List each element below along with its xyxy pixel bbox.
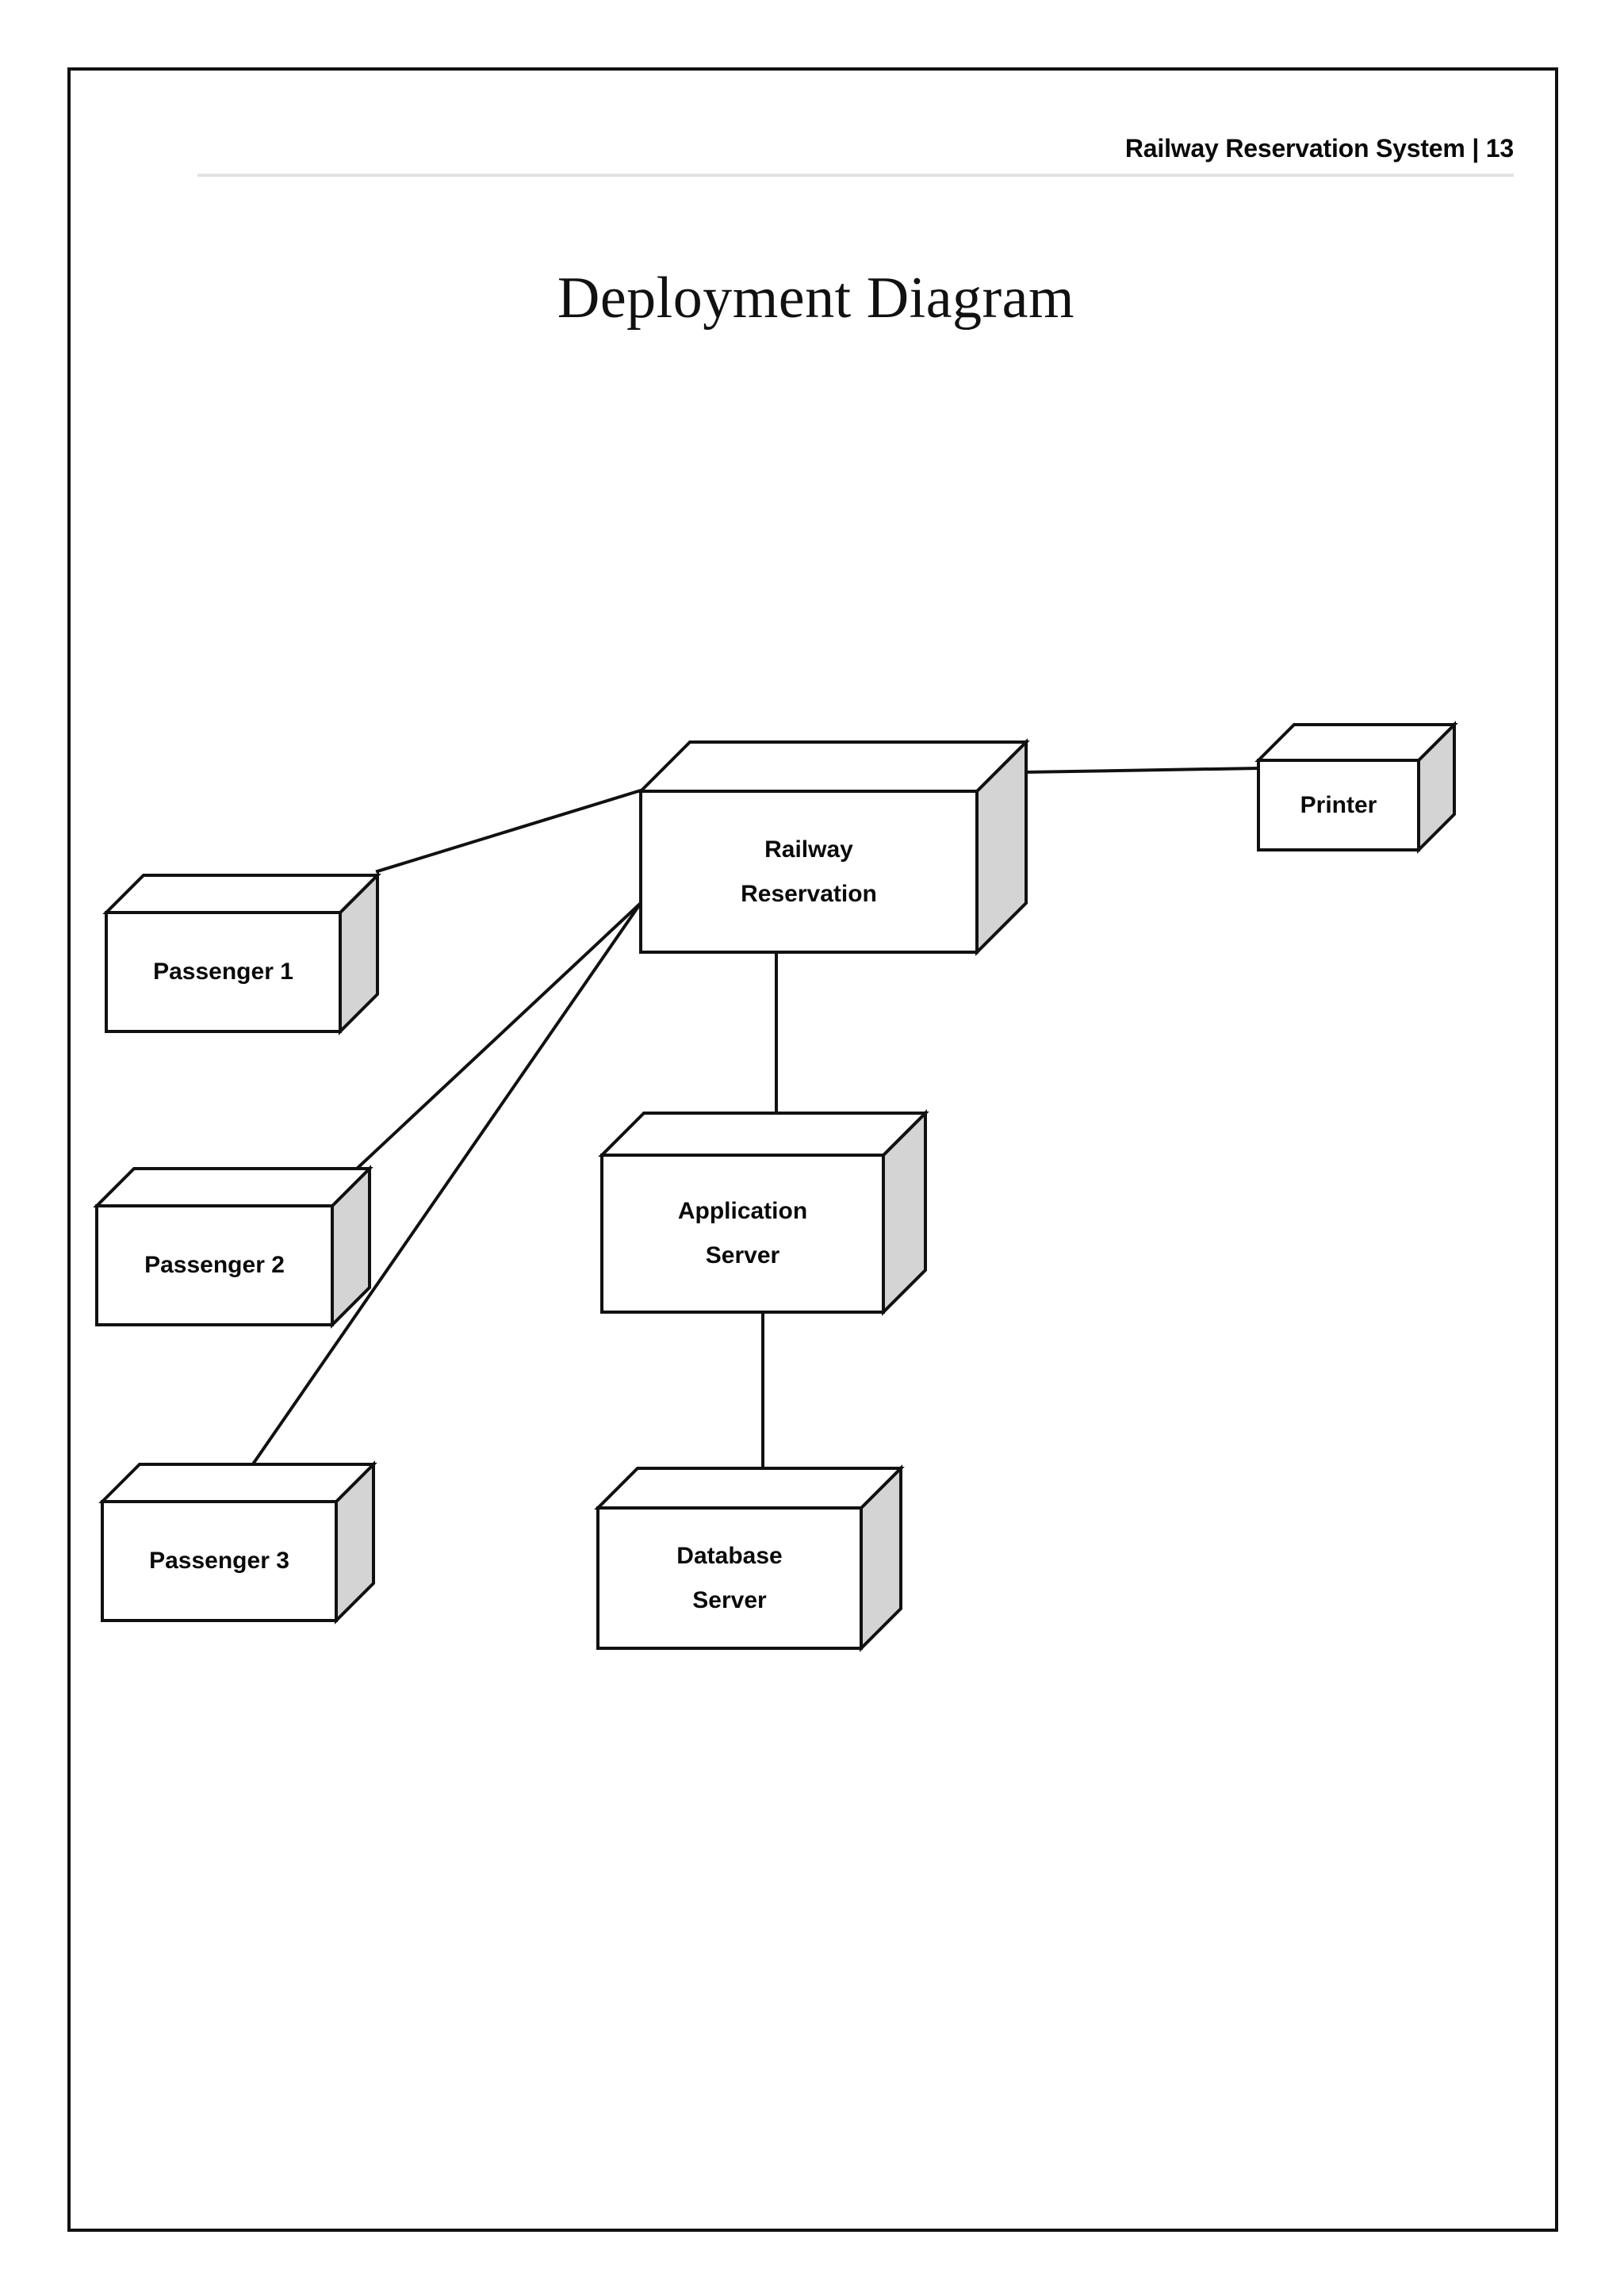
- node-body-application-server: [598, 1109, 929, 1316]
- edge-railway-passenger1: [375, 788, 643, 874]
- node-label-line-1: Printer: [1300, 791, 1377, 818]
- node-label-passenger-3: Passenger 3: [102, 1502, 336, 1621]
- page-title: Deployment Diagram: [557, 266, 1075, 331]
- node-top-face: [598, 1112, 929, 1157]
- node-label-line-2: Server: [692, 1586, 767, 1613]
- node-label-line-1: Database: [676, 1542, 783, 1569]
- node-body-printer: [1254, 721, 1458, 854]
- node-body-railway-reservation: [637, 738, 1030, 956]
- node-printer[interactable]: Printer: [1254, 721, 1458, 854]
- page-header: Railway Reservation System | 13: [197, 134, 1514, 221]
- node-label-line-1: Passenger 3: [149, 1548, 289, 1574]
- node-passenger-2[interactable]: Passenger 2: [93, 1165, 373, 1329]
- node-label-line-1: Railway: [764, 836, 853, 863]
- edge-railway-passenger2: [342, 901, 643, 1183]
- node-body-passenger-2: [93, 1165, 373, 1329]
- node-front-face: [1257, 759, 1420, 851]
- node-body-database-server: [594, 1464, 905, 1652]
- node-front-face: [639, 790, 979, 954]
- node-top-face: [637, 740, 1030, 793]
- node-front-face: [105, 911, 342, 1033]
- node-top-face: [102, 874, 381, 914]
- node-body-passenger-3: [98, 1460, 377, 1624]
- node-label-line-1: Passenger 1: [153, 959, 293, 985]
- node-label-line-2: Reservation: [741, 880, 877, 907]
- edge-railway-printer: [1022, 766, 1261, 775]
- node-label-line-2: Server: [705, 1242, 780, 1269]
- node-label-passenger-1: Passenger 1: [106, 913, 340, 1031]
- page-frame: Railway Reservation System | 13 Deployme…: [67, 67, 1558, 2232]
- node-front-face: [101, 1500, 338, 1622]
- node-top-face: [98, 1463, 377, 1503]
- node-body-passenger-1: [102, 871, 381, 1035]
- header-divider: [197, 174, 1514, 177]
- node-label-passenger-2: Passenger 2: [97, 1206, 332, 1325]
- node-top-face: [93, 1167, 373, 1207]
- node-passenger-3[interactable]: Passenger 3: [98, 1460, 377, 1624]
- node-passenger-1[interactable]: Passenger 1: [102, 871, 381, 1035]
- node-top-face: [1254, 723, 1458, 762]
- node-front-face: [600, 1154, 885, 1314]
- node-label-printer: Printer: [1258, 760, 1419, 850]
- node-top-face: [594, 1467, 905, 1510]
- node-front-face: [95, 1204, 334, 1326]
- node-label-line-1: Passenger 2: [144, 1252, 285, 1278]
- node-front-face: [596, 1506, 863, 1650]
- header-title-and-page-number: Railway Reservation System | 13: [1124, 134, 1514, 163]
- node-label-line-1: Application: [677, 1198, 808, 1224]
